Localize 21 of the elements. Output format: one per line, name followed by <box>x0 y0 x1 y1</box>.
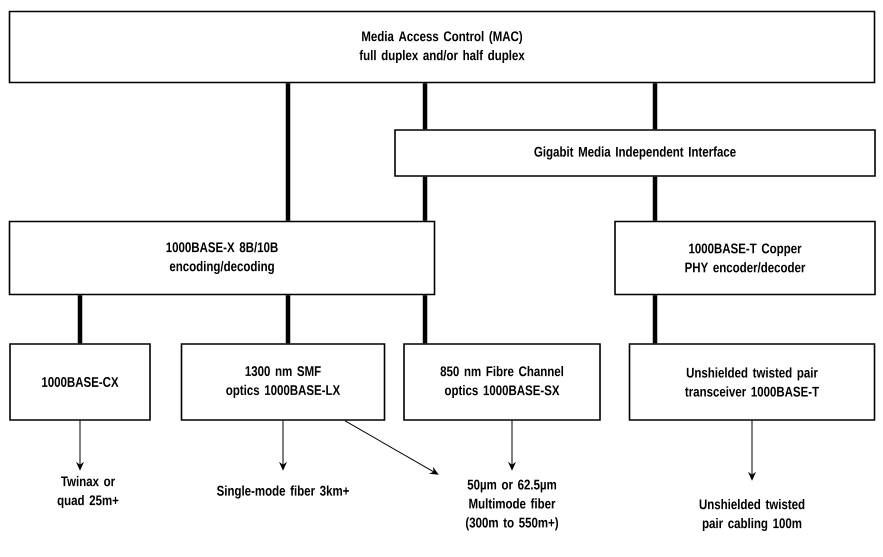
media-label: Single-mode fiber 3km+ <box>216 485 349 499</box>
connector-line <box>422 295 428 344</box>
component-box: 1000BASE-CX <box>9 343 151 421</box>
media-label: Unshielded twisted pair cabling 100m <box>700 498 804 532</box>
connector-line <box>78 295 82 344</box>
media-label: Twinax or quad 25m+ <box>58 476 118 508</box>
component-box: 1000BASE-T Copper PHY encoder/decoder <box>614 220 876 296</box>
component-box: Unshielded twisted pair transceiver 1000BASE-T <box>628 343 876 421</box>
media-label: 50µm or 62.5µm Multimode fiber (300m to 550m+) <box>466 480 558 530</box>
connector-line <box>652 176 658 221</box>
connector-line <box>652 295 658 344</box>
component-box: 1300 nm SMF optics 1000BASE-LX <box>180 343 386 421</box>
connector-line <box>652 83 658 130</box>
connector-line <box>422 83 428 130</box>
component-box: 850 nm Fibre Channel optics 1000BASE-SX <box>403 343 601 421</box>
component-box: Gigabit Media Independent Interface <box>394 129 876 177</box>
connector-line <box>286 295 290 344</box>
component-box: 1000BASE-X 8B/10B encoding/decoding <box>8 220 436 296</box>
component-box: Media Access Control (MAC) full duplex and/or half duplex <box>8 10 876 84</box>
connector-line <box>286 83 290 221</box>
connector-line <box>422 176 428 221</box>
